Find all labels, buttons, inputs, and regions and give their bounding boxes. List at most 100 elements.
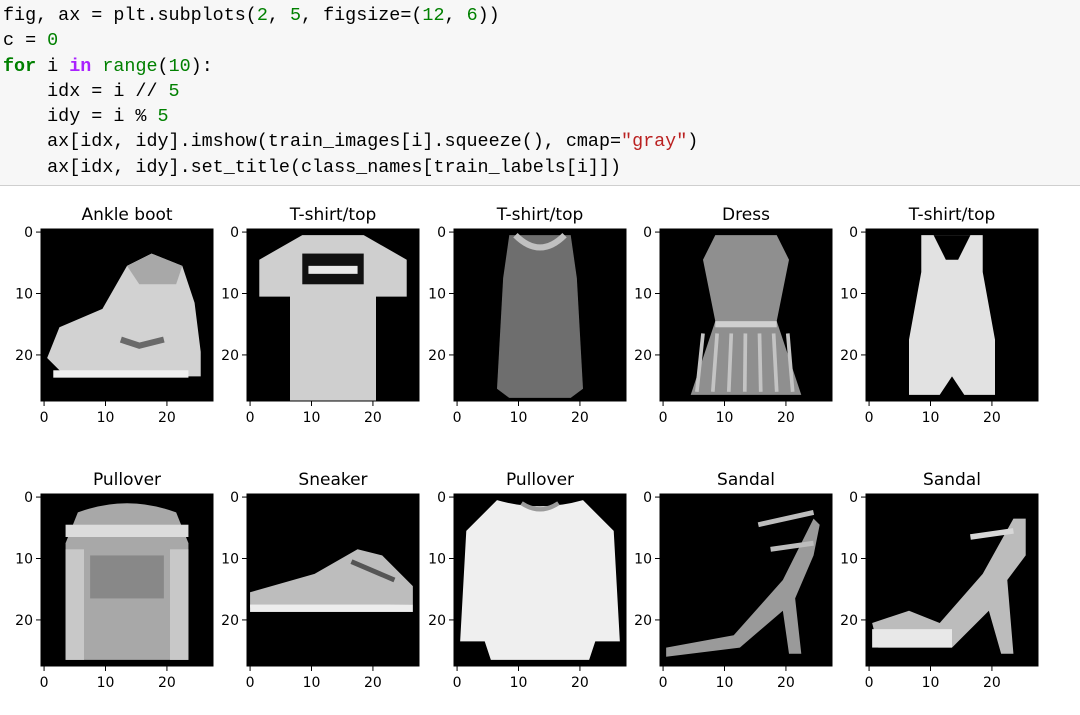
subplot-figure: Ankle boot 0 10 20 0 10 20 T-shirt/top 0 10 20 0 10 2… <box>15 205 1039 691</box>
x-tick-label: 10 <box>716 675 734 691</box>
y-tick-label: 20 <box>15 348 33 364</box>
code-token: ) <box>687 131 699 153</box>
y-tick-label: 0 <box>849 490 858 506</box>
x-tick-label: 0 <box>246 675 255 691</box>
dress-pleat <box>726 333 734 392</box>
code-token: 5 <box>289 5 302 26</box>
image-pullover-striped <box>65 503 189 660</box>
image-pixels <box>47 253 201 378</box>
x-tick-label: 20 <box>571 410 589 426</box>
dress-pleat <box>742 333 748 392</box>
pullover-body <box>90 555 164 599</box>
y-tick-label: 10 <box>428 552 446 568</box>
axes-frame <box>246 228 420 402</box>
tshirt-logo-text <box>308 265 358 274</box>
x-tick-label: 20 <box>983 410 1001 426</box>
code-line[interactable]: ax[idx, idy].set_title(class_names[train… <box>3 155 698 180</box>
image-dress <box>690 235 802 395</box>
dress-waist <box>715 321 777 328</box>
x-tick-label: 20 <box>777 675 795 691</box>
subplot-title: Pullover <box>93 470 161 490</box>
x-tick-label: 10 <box>510 410 528 426</box>
x-tick-label: 0 <box>40 410 49 426</box>
x-tick-label: 0 <box>246 410 255 426</box>
y-tick-label: 20 <box>428 348 446 364</box>
x-tick-label: 20 <box>158 410 176 426</box>
x-tick-label: 10 <box>922 675 940 691</box>
image-sandal-heel <box>666 510 820 657</box>
x-tick-label: 0 <box>865 675 874 691</box>
image-pixels <box>666 510 820 657</box>
image-sandal-platform <box>872 518 1026 654</box>
y-tick-label: 10 <box>221 552 239 568</box>
y-tick-label: 20 <box>634 613 652 629</box>
code-line[interactable]: idx = i // 5 <box>3 79 698 104</box>
axes-frame <box>246 493 420 667</box>
code-token: ax[idx, idy].imshow(train_images[i].sque… <box>3 131 622 153</box>
image-pixels <box>259 235 407 401</box>
code-token: i <box>36 55 70 77</box>
subplot-title: T-shirt/top <box>289 205 377 225</box>
image-pixels <box>497 232 583 398</box>
code-token: 6 <box>466 5 478 26</box>
code-line[interactable]: c = 0 <box>3 28 698 53</box>
code-line[interactable]: idy = i % 5 <box>3 104 698 129</box>
code-line[interactable]: ax[idx, idy].imshow(train_images[i].sque… <box>3 129 698 154</box>
y-tick-label: 20 <box>840 613 858 629</box>
x-tick-label: 10 <box>510 675 528 691</box>
sneaker-shape <box>250 549 413 608</box>
ankle-boot-sole <box>53 370 189 378</box>
dress-pleat <box>695 333 705 392</box>
image-pullover-white <box>460 500 620 660</box>
y-tick-label: 10 <box>634 287 652 303</box>
image-tshirt-logo <box>259 235 407 401</box>
y-tick-label: 0 <box>230 490 239 506</box>
axes-frame <box>865 493 1039 667</box>
tank-top-shape <box>497 235 583 398</box>
x-tick-label: 10 <box>922 410 940 426</box>
subplot-title: Ankle boot <box>81 205 172 225</box>
x-tick-label: 20 <box>777 410 795 426</box>
image-pixels <box>250 549 413 612</box>
x-tick-label: 10 <box>97 675 115 691</box>
dress-pleat <box>771 333 779 392</box>
subplot-title: T-shirt/top <box>496 205 584 225</box>
sandal-platform-sole <box>872 629 952 648</box>
sandal-platform-shape <box>872 518 1026 654</box>
y-tick-label: 0 <box>643 490 652 506</box>
x-tick-label: 0 <box>453 675 462 691</box>
image-pixels <box>909 235 995 395</box>
code-token: ( <box>157 55 169 77</box>
sandal-platform-strap <box>970 528 1014 540</box>
code-line[interactable]: for i in range(10): <box>3 54 698 79</box>
dress-pleat <box>785 333 795 392</box>
code-token: ax[idx, idy].set_title(class_names[train… <box>3 156 622 178</box>
code-token: , <box>267 5 290 26</box>
dress-pleat <box>710 333 719 392</box>
code-token: "gray" <box>621 131 688 153</box>
tshirt-shape <box>259 235 407 401</box>
code-editor[interactable]: fig, ax = plt.subplots(2, 5, figsize=(12… <box>3 3 698 180</box>
y-tick-label: 0 <box>437 490 446 506</box>
x-tick-label: 10 <box>303 675 321 691</box>
pullover-white-neck <box>520 501 560 512</box>
y-tick-label: 10 <box>840 287 858 303</box>
x-tick-label: 0 <box>40 675 49 691</box>
code-token: fig, ax = plt.subplots( <box>3 5 257 26</box>
code-line[interactable]: fig, ax = plt.subplots(2, 5, figsize=(12… <box>3 3 698 28</box>
x-tick-label: 0 <box>659 675 668 691</box>
x-tick-label: 10 <box>97 410 115 426</box>
pullover-sleeve <box>65 549 84 660</box>
y-tick-label: 20 <box>428 613 446 629</box>
code-token: c = <box>3 30 48 52</box>
subplot-title: Sneaker <box>298 470 367 490</box>
code-token: )) <box>477 5 500 26</box>
sneaker-laces <box>350 559 396 583</box>
code-cell[interactable]: fig, ax = plt.subplots(2, 5, figsize=(12… <box>0 0 1080 186</box>
y-tick-label: 20 <box>221 348 239 364</box>
axes-frame <box>659 493 833 667</box>
